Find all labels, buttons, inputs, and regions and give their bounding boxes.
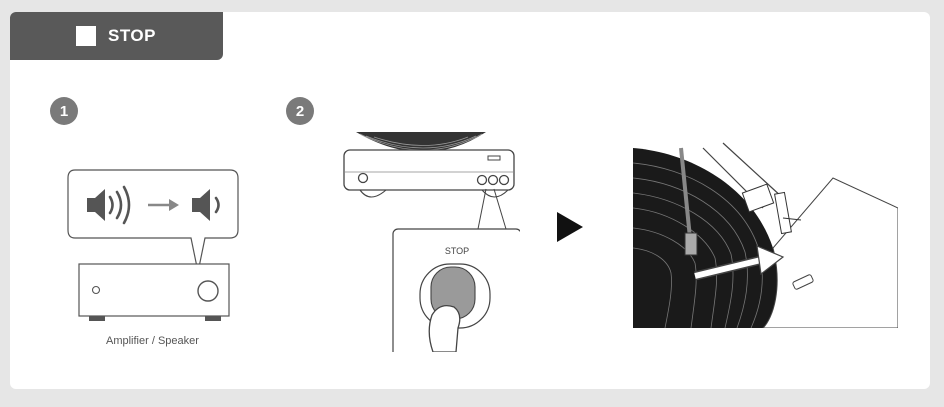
step-1-number: 1	[59, 102, 69, 120]
tonearm-return-illustration	[633, 142, 898, 328]
step-2-badge: 2	[286, 97, 314, 125]
step-2-number: 2	[295, 102, 305, 120]
stop-button-closeup: STOP	[392, 228, 520, 352]
arrow-right-icon	[148, 199, 179, 211]
instruction-card: STOP 1 2	[10, 12, 930, 389]
section-header: STOP	[10, 12, 223, 60]
turntable-base	[343, 149, 515, 198]
amplifier-illustration	[67, 169, 239, 321]
tonearm-icon	[679, 142, 802, 256]
step-1-badge: 1	[50, 97, 78, 125]
section-title: STOP	[108, 26, 156, 45]
finger-icon	[428, 304, 461, 352]
speaker-loud-icon	[87, 185, 131, 225]
volume-bubble	[67, 169, 239, 273]
turntable-front-illustration: STOP	[343, 132, 520, 352]
stop-button-label: STOP	[445, 246, 469, 256]
amplifier-icon	[78, 263, 230, 321]
vinyl-record	[633, 148, 778, 328]
amplifier-caption: Amplifier / Speaker	[106, 335, 199, 347]
return-arrow-icon	[693, 245, 785, 281]
stop-square-icon	[76, 26, 96, 46]
speaker-quiet-icon	[192, 189, 220, 221]
platter-edge	[356, 132, 486, 152]
next-arrow-icon	[557, 212, 583, 242]
